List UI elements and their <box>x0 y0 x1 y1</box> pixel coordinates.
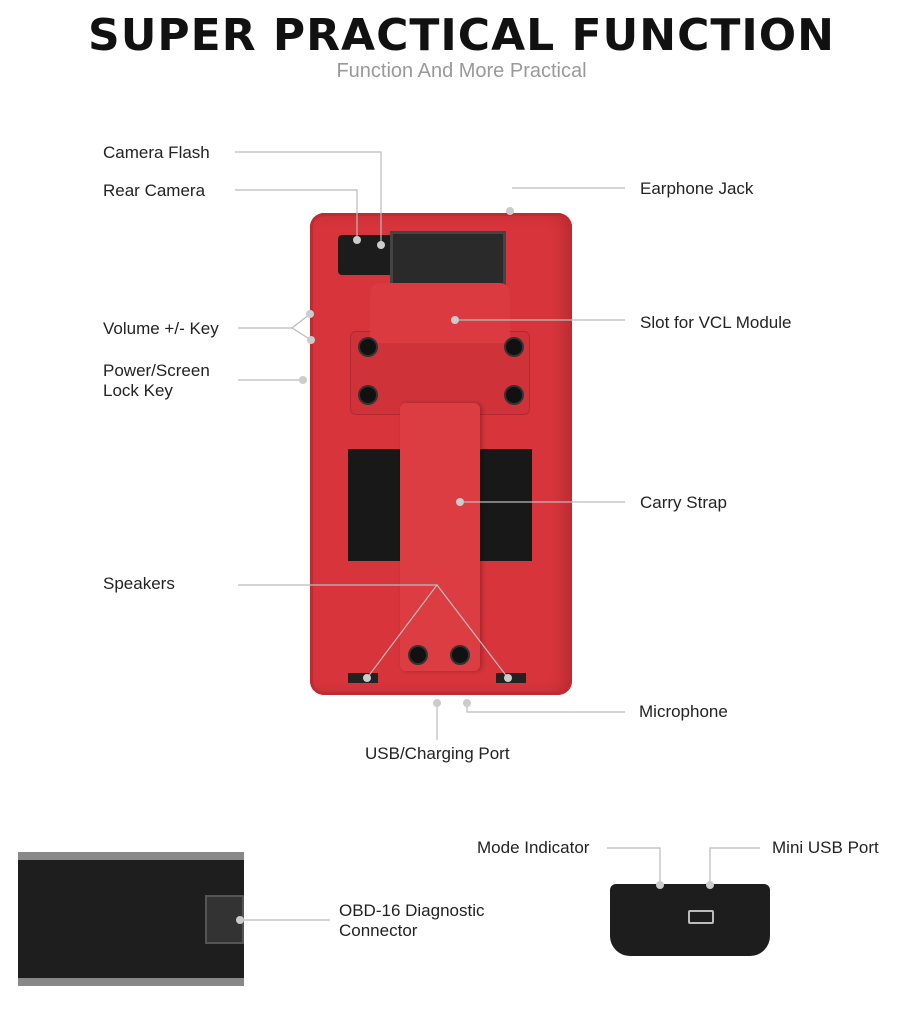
label-power-key-line1: Power/Screen <box>103 361 210 380</box>
page-title: SUPER PRACTICAL FUNCTION <box>88 10 835 61</box>
label-volume-key: Volume +/- Key <box>103 319 219 338</box>
label-obd-line1: OBD-16 Diagnostic <box>339 901 485 920</box>
tablet-back <box>310 213 572 695</box>
label-speakers: Speakers <box>103 574 175 593</box>
label-microphone: Microphone <box>639 702 728 721</box>
screw-icon <box>504 385 524 405</box>
label-camera-flash: Camera Flash <box>103 143 210 162</box>
screw-icon <box>408 645 428 665</box>
label-usb-port: USB/Charging Port <box>365 744 510 763</box>
screw-icon <box>358 385 378 405</box>
screw-icon <box>450 645 470 665</box>
screw-icon <box>504 337 524 357</box>
label-earphone-jack: Earphone Jack <box>640 179 754 198</box>
page-subtitle: Function And More Practical <box>336 60 587 82</box>
mini-usb-port-icon <box>688 910 714 924</box>
label-power-key-line2: Lock Key <box>103 381 173 400</box>
rear-camera <box>338 235 398 275</box>
label-obd-line2: Connector <box>339 921 418 940</box>
mini-module <box>610 884 770 956</box>
carry-strap <box>400 403 480 671</box>
label-rear-camera: Rear Camera <box>103 181 206 200</box>
label-vcl-slot: Slot for VCL Module <box>640 313 792 332</box>
label-carry-strap: Carry Strap <box>640 493 727 512</box>
screw-icon <box>358 337 378 357</box>
strap-top <box>370 283 510 343</box>
label-mode-indicator: Mode Indicator <box>477 838 590 857</box>
label-mini-usb: Mini USB Port <box>772 838 879 857</box>
